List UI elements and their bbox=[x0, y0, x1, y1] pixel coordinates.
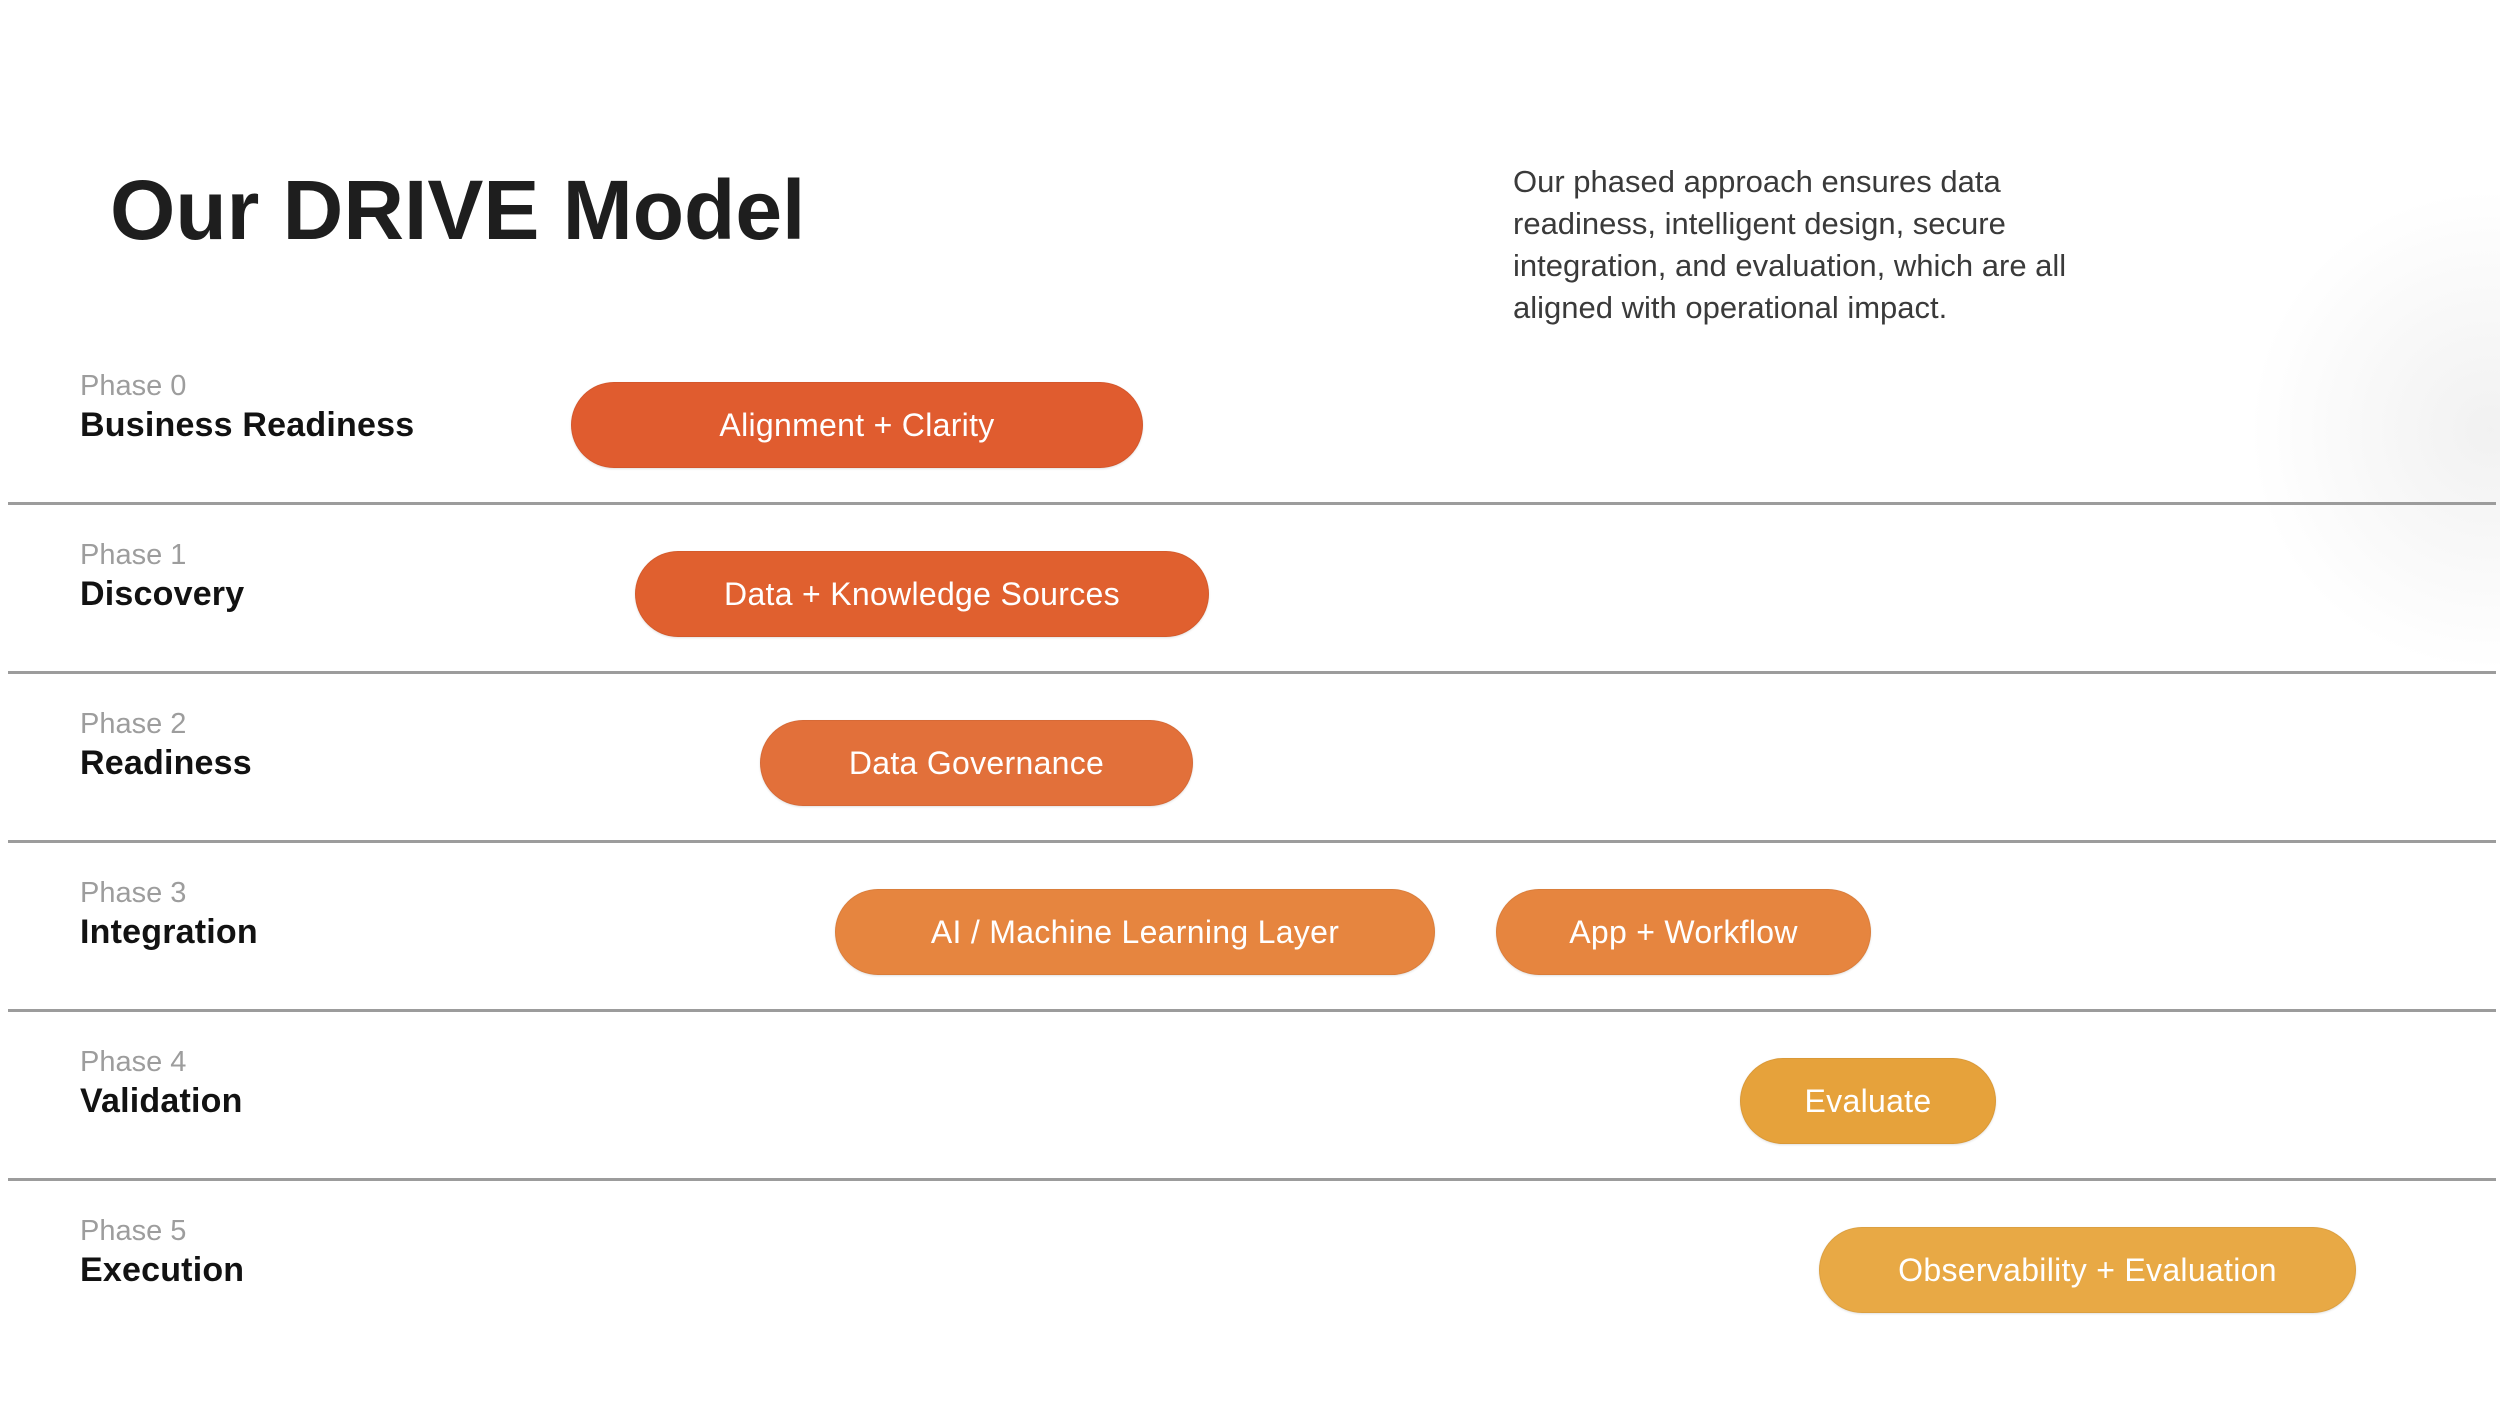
phase-name: Discovery bbox=[80, 575, 245, 613]
phase-row: Phase 4 Validation Evaluate bbox=[0, 1012, 2500, 1181]
phase-row: Phase 5 Execution Observability + Evaluati… bbox=[0, 1181, 2500, 1350]
intro-line: Our phased approach ensures data bbox=[1513, 164, 2001, 199]
phase-pill: Data + Knowledge Sources bbox=[635, 551, 1209, 637]
phase-pill: Alignment + Clarity bbox=[571, 382, 1143, 468]
phase-row: Phase 2 Readiness Data Governance bbox=[0, 674, 2500, 843]
phase-pill: Evaluate bbox=[1740, 1058, 1996, 1144]
pill-label: Observability + Evaluation bbox=[1898, 1251, 2277, 1288]
phase-name: Readiness bbox=[80, 744, 252, 782]
phase-name: Business Readiness bbox=[80, 406, 415, 444]
phase-pill: App + Workflow bbox=[1496, 889, 1871, 975]
phase-number-label: Phase 0 bbox=[80, 370, 187, 402]
pill-label: Alignment + Clarity bbox=[719, 406, 995, 443]
phase-name: Integration bbox=[80, 913, 258, 951]
intro-line: aligned with operational impact. bbox=[1513, 290, 1948, 325]
intro-line: integration, and evaluation, which are a… bbox=[1513, 248, 2067, 283]
phase-number-label: Phase 2 bbox=[80, 708, 187, 740]
phase-pill: Data Governance bbox=[760, 720, 1193, 806]
page-title: Our DRIVE Model bbox=[110, 163, 806, 257]
intro-line: readiness, intelligent design, secure bbox=[1513, 206, 2006, 241]
phase-table: Phase 0 Business Readiness Alignment + Cla… bbox=[0, 336, 2500, 1350]
phase-number-label: Phase 5 bbox=[80, 1215, 187, 1247]
phase-number-label: Phase 4 bbox=[80, 1046, 187, 1078]
phase-name: Validation bbox=[80, 1082, 243, 1120]
pill-label: Evaluate bbox=[1804, 1082, 1932, 1119]
phase-row: Phase 3 Integration AI / Machine Learning … bbox=[0, 843, 2500, 1012]
phase-name: Execution bbox=[80, 1251, 245, 1289]
phase-number-label: Phase 3 bbox=[80, 877, 187, 909]
pill-label: App + Workflow bbox=[1569, 913, 1798, 950]
intro-paragraph: Our phased approach ensures data readine… bbox=[1513, 161, 2066, 329]
phase-pill: AI / Machine Learning Layer bbox=[835, 889, 1435, 975]
phase-pill: Observability + Evaluation bbox=[1819, 1227, 2356, 1313]
pill-label: Data Governance bbox=[848, 744, 1105, 781]
phase-number-label: Phase 1 bbox=[80, 539, 187, 571]
phase-row: Phase 0 Business Readiness Alignment + Cla… bbox=[0, 336, 2500, 505]
pill-label: AI / Machine Learning Layer bbox=[930, 913, 1340, 950]
pill-label: Data + Knowledge Sources bbox=[724, 575, 1120, 612]
phase-row: Phase 1 Discovery Data + Knowledge Sources bbox=[0, 505, 2500, 674]
